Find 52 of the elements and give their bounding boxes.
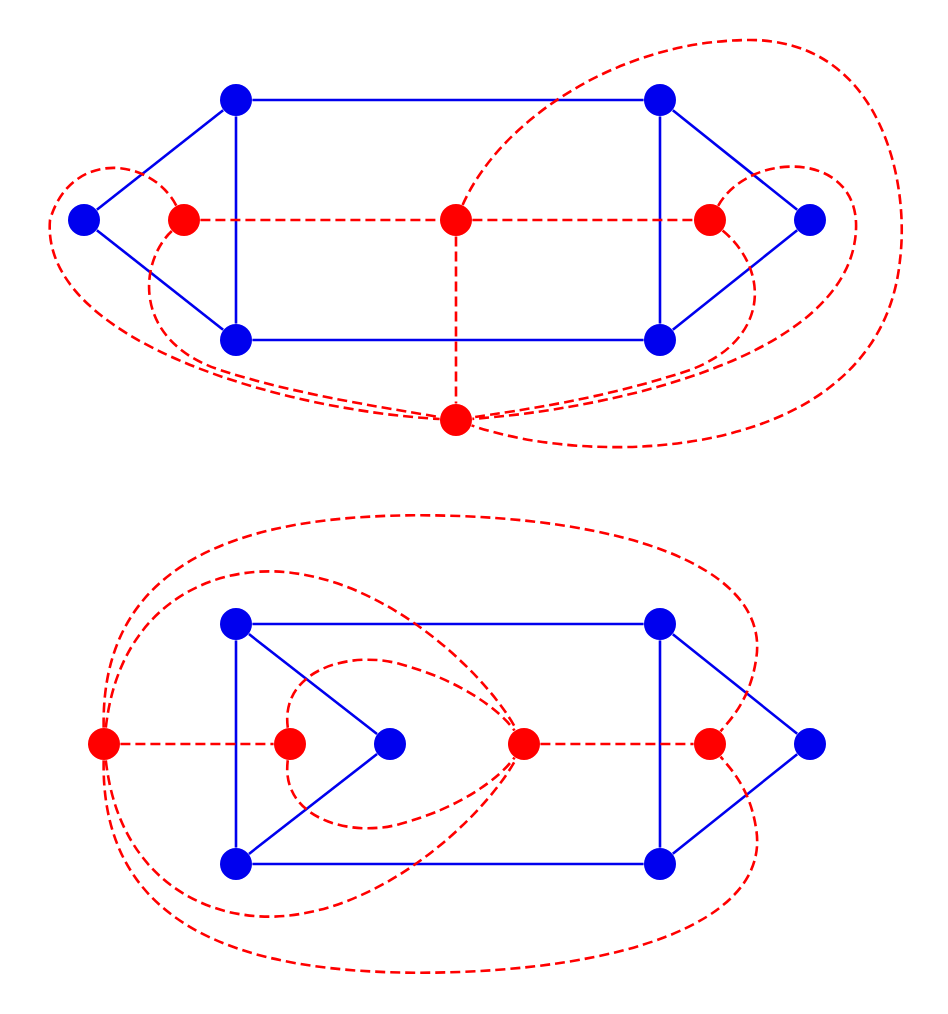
dual-edge — [540, 742, 694, 746]
dual-edge-curve — [102, 514, 759, 733]
dual-vertex — [694, 204, 726, 236]
graph-vertex — [644, 324, 676, 356]
graph-edge — [96, 229, 224, 331]
dual-edge — [472, 218, 694, 222]
dual-edge-curve — [104, 757, 518, 918]
dual-edge — [454, 236, 458, 404]
graph-vertex — [644, 608, 676, 640]
dual-edge — [200, 218, 440, 222]
dual-edge-curve — [472, 165, 858, 421]
dual-edge-curve — [102, 755, 759, 974]
dual-vertex — [694, 728, 726, 760]
dual-vertex — [440, 204, 472, 236]
graph-vertex — [220, 608, 252, 640]
graph-edge — [234, 116, 238, 324]
graph-vertex — [644, 84, 676, 116]
dual-vertex — [168, 204, 200, 236]
dual-edge — [120, 742, 274, 746]
dual-vertex — [274, 728, 306, 760]
dual-edge-curve — [472, 229, 756, 419]
dual-vertex — [440, 404, 472, 436]
graph-vertex — [220, 848, 252, 880]
graph-edge — [252, 862, 644, 866]
dual-edge-curve — [147, 230, 441, 419]
dual-edge-curve — [104, 570, 518, 731]
graph-vertex — [68, 204, 100, 236]
graph-edge — [252, 98, 644, 102]
graph-vertex — [794, 728, 826, 760]
graph-edge — [252, 622, 644, 626]
graph-vertex — [374, 728, 406, 760]
graph-edge — [672, 109, 798, 211]
graph-edge — [252, 338, 644, 342]
graph-edge — [96, 109, 224, 211]
graph-edge — [658, 640, 662, 848]
graph-vertex — [220, 84, 252, 116]
dual-edge-curve — [286, 658, 516, 732]
dual-vertex — [508, 728, 540, 760]
graph-edge — [234, 640, 238, 848]
graph-edge — [248, 633, 378, 735]
graph-vertex — [644, 848, 676, 880]
dual-edge-curve — [286, 756, 516, 830]
graph-vertex — [794, 204, 826, 236]
graph-vertex — [220, 324, 252, 356]
graph-edge — [672, 753, 798, 855]
graph-edge — [672, 633, 798, 735]
dual-edge-curve — [48, 166, 440, 421]
graph-edge — [672, 229, 798, 331]
graph-edge — [248, 753, 378, 855]
dual-vertex — [88, 728, 120, 760]
graph-edge — [658, 116, 662, 324]
dual-edge-curve — [461, 38, 903, 449]
